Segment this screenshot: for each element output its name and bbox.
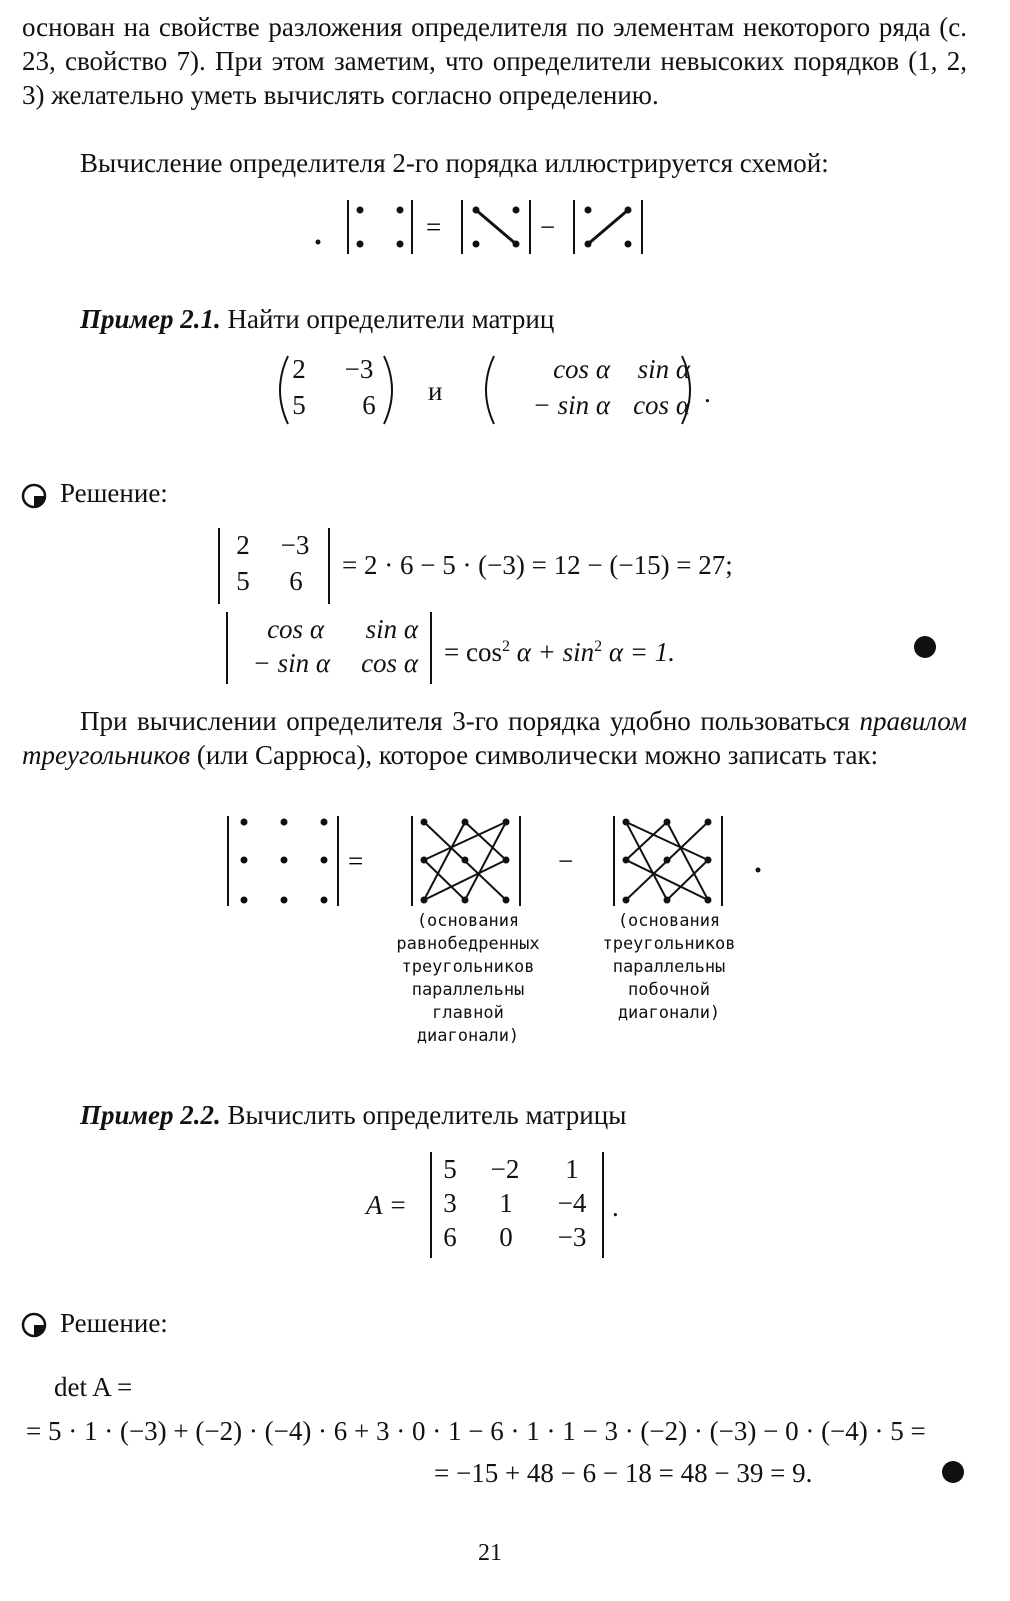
det-a-lhs: det A =: [54, 1372, 133, 1402]
matrix-a-cell: 6: [443, 1222, 457, 1252]
page-number: 21: [478, 1540, 502, 1566]
matrix-2-cell: sin α: [637, 354, 690, 384]
matrix-a-cell: 1: [565, 1154, 579, 1184]
matrix-1-cell: 6: [362, 390, 376, 420]
det-1-cell: −3: [280, 530, 310, 560]
det-a-line-2: = −15 + 48 − 6 − 18 = 48 − 39 = 9.: [434, 1458, 813, 1488]
det-1-cell: 5: [236, 566, 250, 596]
example-2-2-heading: Пример 2.2. Вычислить определитель матри…: [80, 1098, 626, 1132]
example-label: Пример 2.1.: [80, 304, 221, 334]
det-1-cell: 2: [236, 530, 250, 560]
solution-start-icon: [21, 483, 47, 509]
solution-label: Решение:: [60, 1308, 168, 1338]
example-text: Найти определители матриц: [227, 304, 555, 334]
matrix-2-cell: cos α: [553, 354, 610, 384]
scheme-2-intro: Вычисление определителя 2-го порядка илл…: [80, 148, 829, 178]
equation-2-rhs: = cos2 α + sin2 α = 1.: [444, 637, 676, 667]
matrix-1-parens: [279, 355, 393, 425]
svg-text:=: =: [426, 212, 441, 242]
period: .: [612, 1192, 619, 1222]
example-label: Пример 2.2.: [80, 1100, 221, 1130]
det-bar: [328, 528, 330, 604]
intro-paragraph: основан на свойстве разложения определит…: [22, 12, 967, 110]
example-2-1-heading: Пример 2.1. Найти определители матриц: [80, 302, 554, 336]
det-bar: [218, 528, 220, 604]
matrix-a-cell: 0: [499, 1222, 513, 1252]
matrix-a-cell: −2: [490, 1154, 520, 1184]
equation-1-rhs: = 2 · 6 − 5 · (−3) = 12 − (−15) = 27;: [342, 550, 733, 580]
example-text: Вычислить определитель матрицы: [227, 1100, 627, 1130]
det-bar: [226, 612, 228, 684]
end-of-solution-icon: [914, 636, 936, 658]
end-of-solution-icon: [942, 1461, 964, 1483]
conjunction: и: [428, 376, 443, 406]
det-bar: [430, 1152, 432, 1258]
matrix-a-cell: 1: [499, 1188, 513, 1218]
matrix-1-cell: 2: [292, 354, 306, 384]
caption-side-diagonal: (основания треугольников параллельны поб…: [602, 911, 736, 1023]
svg-text:=: =: [348, 846, 363, 876]
sarrus-rule-diagram: = −: [227, 816, 761, 906]
matrix-2-parens: [485, 355, 691, 425]
matrix-a-lhs: A =: [366, 1190, 407, 1220]
caption-main-diagonal: (основания равнобедренных треугольников …: [396, 911, 540, 1046]
matrix-a-cell: 5: [443, 1154, 457, 1184]
det-bar: [430, 612, 432, 684]
matrix-1-cell: 5: [292, 390, 306, 420]
det-bar: [602, 1152, 604, 1258]
svg-text:−: −: [558, 846, 573, 876]
matrix-a-cell: −3: [557, 1222, 587, 1252]
svg-text:−: −: [540, 212, 555, 242]
sarrus-paragraph: При вычислении определителя 3-го порядка…: [22, 706, 967, 770]
matrix-1-cell: −3: [344, 354, 374, 384]
det-2-cell: cos α: [267, 614, 324, 644]
matrix-a-cell: 3: [443, 1188, 457, 1218]
period: .: [704, 378, 711, 408]
matrix-2-cell: cos α: [633, 390, 690, 420]
solution-label: Решение:: [60, 478, 168, 508]
det-2-cell: cos α: [361, 648, 418, 678]
det-2-cell: − sin α: [252, 648, 330, 678]
det-a-line-1: = 5 · 1 · (−3) + (−2) · (−4) · 6 + 3 · 0…: [26, 1416, 926, 1446]
matrix-a-cell: −4: [557, 1188, 587, 1218]
solution-start-icon: [21, 1312, 47, 1338]
det-1-cell: 6: [289, 566, 303, 596]
det-2-cell: sin α: [365, 614, 418, 644]
determinant-2x2-scheme: = −: [315, 200, 643, 254]
matrix-2-cell: − sin α: [532, 390, 610, 420]
